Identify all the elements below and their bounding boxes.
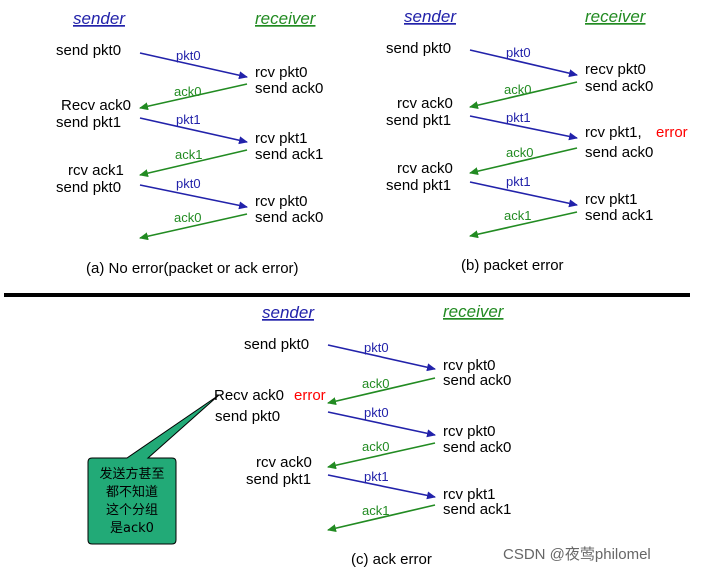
panel-c-ack-arrow	[327, 504, 436, 533]
panel-b-ack-arrow	[469, 81, 578, 110]
panel-c-ack-arrow	[327, 442, 436, 470]
panel-c-receiver-label: send ack0	[443, 372, 511, 389]
panel-b-pkt-arrow	[469, 115, 578, 141]
panel-c-receiver-label: rcv pkt0	[443, 423, 496, 440]
callout-line: 都不知道	[106, 484, 158, 500]
panel-a-receiver-label: send ack1	[255, 146, 323, 163]
panel-a-message: pkt0	[176, 48, 201, 63]
panel-b-sender-label: send pkt0	[386, 40, 451, 57]
panel-a-receiver-label: rcv pkt0	[255, 64, 308, 81]
panel-c-receiver-label: send ack0	[443, 439, 511, 456]
panel-a-receiver-label: send ack0	[255, 209, 323, 226]
panel-c-sender-label: send pkt0	[215, 408, 280, 425]
panel-c-pkt-arrow	[327, 474, 436, 500]
callout-line: 这个分组	[106, 502, 158, 518]
callout-line: 是ack0	[110, 521, 154, 536]
panel-c-message: pkt0	[364, 340, 389, 355]
panel-a-receiver-label: send ack0	[255, 80, 323, 97]
panel-c-sender-label: send pkt0	[244, 336, 309, 353]
panel-a-pkt-arrow	[139, 52, 248, 80]
panel-a-message: ack0	[174, 210, 201, 225]
panel-c: sender receiver send pkt0 Recv ack0 erro…	[87, 302, 511, 568]
panel-a-sender-label: send pkt1	[56, 114, 121, 131]
panel-b-ack-arrow	[469, 147, 578, 176]
panel-b-sender-header: sender	[404, 7, 457, 26]
panel-a-sender-label: rcv ack1	[68, 162, 124, 179]
panel-c-receiver-header: receiver	[443, 302, 505, 321]
panel-b-receiver-label: recv pkt0	[585, 61, 646, 78]
panel-a-message: ack0	[174, 84, 201, 99]
panel-b-sender-label: rcv ack0	[397, 160, 453, 177]
panel-c-caption: (c) ack error	[351, 551, 432, 568]
panel-b-error-label: error	[656, 124, 688, 141]
callout-note: 发送方甚至 都不知道 这个分组 是ack0	[87, 394, 220, 545]
panel-b-receiver-header: receiver	[585, 7, 647, 26]
panel-a-message: pkt0	[176, 176, 201, 191]
panel-c-error-label: error	[294, 387, 326, 404]
panel-a-sender-label: Recv ack0	[61, 97, 131, 114]
panel-a-caption: (a) No error(packet or ack error)	[86, 260, 299, 277]
panel-b-receiver-label: send ack0	[585, 144, 653, 161]
panel-b-sender-label: send pkt1	[386, 177, 451, 194]
panel-b-receiver-label: rcv pkt1,	[585, 124, 642, 141]
panel-c-message: ack0	[362, 376, 389, 391]
panel-a: sender receiver send pkt0 Recv ack0 send…	[56, 9, 323, 277]
panel-c-receiver-label: rcv pkt1	[443, 486, 496, 503]
panel-a-message: ack1	[175, 147, 202, 162]
panel-b-sender-label: rcv ack0	[397, 95, 453, 112]
panel-c-message: pkt0	[364, 405, 389, 420]
callout-line: 发送方甚至	[99, 466, 164, 482]
panel-c-ack-arrow	[327, 377, 436, 406]
panel-a-message: pkt1	[176, 112, 201, 127]
panel-a-ack-arrow	[139, 213, 248, 241]
panel-c-receiver-label: send ack1	[443, 501, 511, 518]
panel-b-message: pkt1	[506, 174, 531, 189]
panel-a-ack-arrow	[139, 149, 248, 178]
panel-b-receiver-label: rcv pkt1	[585, 191, 638, 208]
panel-c-receiver-label: rcv pkt0	[443, 357, 496, 374]
panel-c-message: ack1	[362, 503, 389, 518]
panel-a-pkt-arrow	[139, 184, 248, 210]
panel-b-sender-label: send pkt1	[386, 112, 451, 129]
panel-b-message: ack1	[504, 208, 531, 223]
panel-c-pkt-arrow	[327, 411, 436, 438]
watermark: CSDN @夜莺philomel	[503, 546, 651, 563]
panel-b: sender receiver send pkt0 rcv ack0 send …	[386, 7, 688, 274]
panel-b-pkt-arrow	[469, 49, 578, 78]
panel-a-ack-arrow	[139, 83, 248, 111]
panel-b-receiver-label: send ack1	[585, 207, 653, 224]
panel-c-sender-header: sender	[262, 303, 315, 322]
panel-a-pkt-arrow	[139, 117, 248, 145]
panel-a-receiver-header: receiver	[255, 9, 317, 28]
panel-a-receiver-label: rcv pkt0	[255, 193, 308, 210]
panel-c-sender-label: rcv ack0	[256, 454, 312, 471]
panel-b-receiver-label: send ack0	[585, 78, 653, 95]
panel-b-caption: (b) packet error	[461, 257, 564, 274]
panel-c-sender-label: Recv ack0	[214, 387, 284, 404]
callout-bubble	[87, 394, 220, 545]
panel-a-sender-header: sender	[73, 9, 126, 28]
panel-b-message: pkt0	[506, 45, 531, 60]
panel-a-sender-label: send pkt0	[56, 42, 121, 59]
panel-b-pkt-arrow	[469, 181, 578, 208]
panel-b-message: pkt1	[506, 110, 531, 125]
panel-b-message: ack0	[506, 145, 533, 160]
panel-b-ack-arrow	[469, 211, 578, 239]
panel-a-sender-label: send pkt0	[56, 179, 121, 196]
panel-c-message: pkt1	[364, 469, 389, 484]
panel-a-receiver-label: rcv pkt1	[255, 130, 308, 147]
panel-c-message: ack0	[362, 439, 389, 454]
panel-b-message: ack0	[504, 82, 531, 97]
panel-c-pkt-arrow	[327, 344, 436, 372]
panel-c-sender-label: send pkt1	[246, 471, 311, 488]
